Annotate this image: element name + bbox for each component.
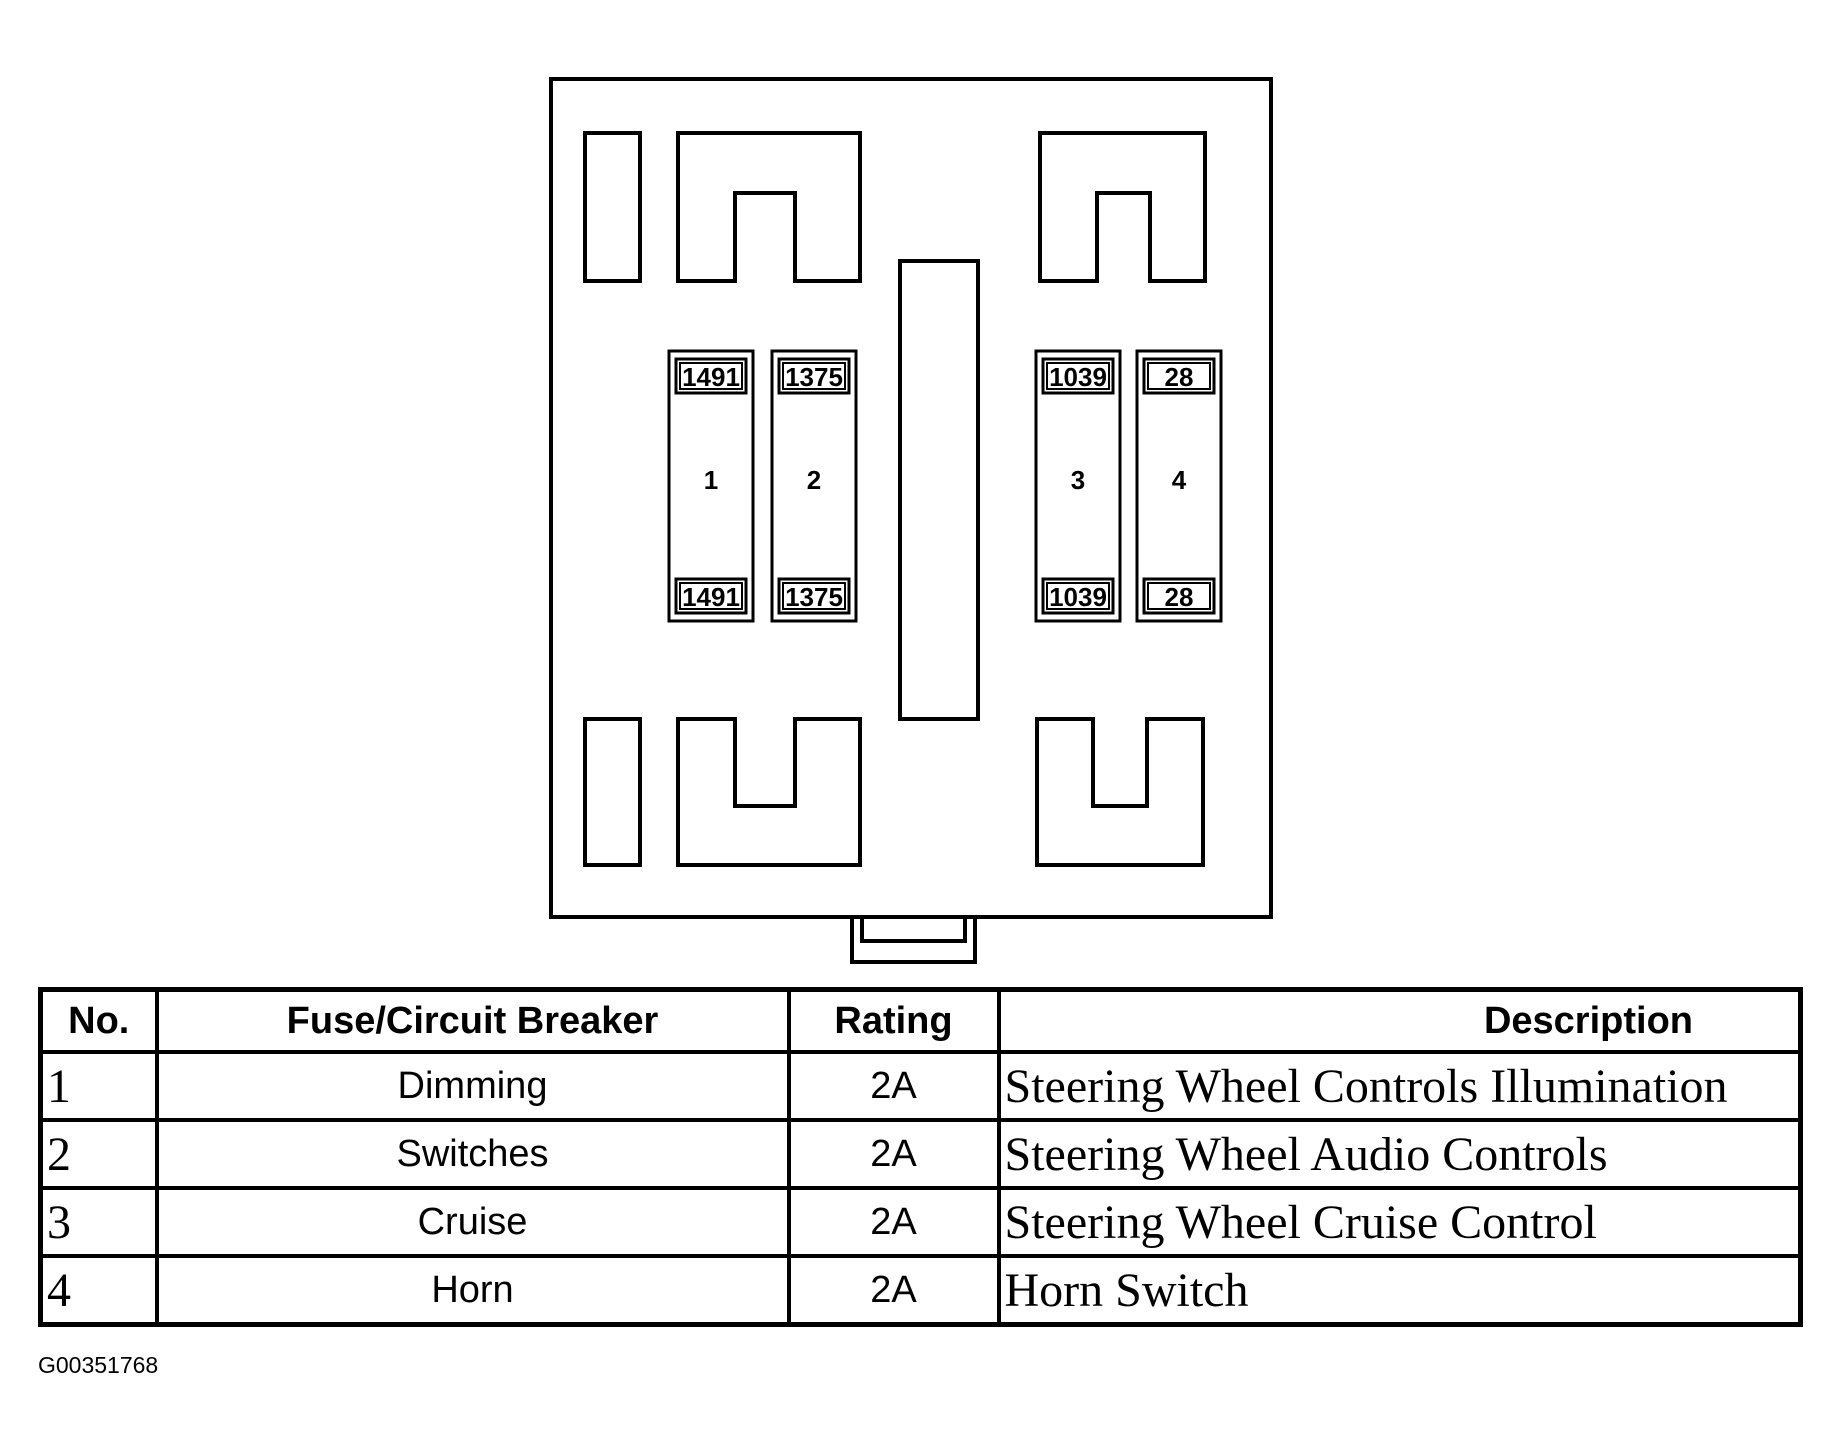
fuse-code-bottom: 1375: [785, 582, 843, 612]
cell-no: 4: [38, 1254, 159, 1327]
cell-description: Steering Wheel Cruise Control: [996, 1186, 1803, 1258]
table-row: 1 Dimming 2A Steering Wheel Controls Ill…: [38, 1050, 1803, 1122]
fuse-code-box-top: [1147, 362, 1211, 390]
bottom-left-slot: [583, 717, 642, 867]
table-row: 4 Horn 2A Horn Switch: [38, 1254, 1803, 1327]
fuse-4: 28 28 4: [1135, 349, 1223, 623]
fuse-1: 1491 1491 1: [667, 349, 755, 623]
fuse-code-box-top: [777, 357, 851, 395]
fuse-code-box-top: [1041, 357, 1115, 395]
fuse-3: 1039 1039 3: [1034, 349, 1122, 623]
top-right-bracket: [1038, 131, 1207, 283]
cell-fuse: Switches: [154, 1118, 791, 1190]
fuse-code-box-bottom: [782, 582, 846, 610]
top-left-bracket: [676, 131, 862, 283]
fuse-code-box-top: [782, 362, 846, 390]
fuse-code-box-bottom: [1041, 577, 1115, 615]
fuse-code-top: 1491: [682, 362, 740, 392]
bottom-right-bracket: [1035, 717, 1205, 867]
fuse-block-diagram: 1491 1491 1 1375 1375 2 1039 1039 3 28 28 4: [549, 77, 1273, 964]
cell-description: Steering Wheel Controls Illumination: [996, 1050, 1803, 1122]
header-fuse: Fuse/Circuit Breaker: [154, 987, 791, 1054]
fuse-code-box-bottom: [679, 582, 743, 610]
cell-fuse: Dimming: [154, 1050, 791, 1122]
cell-rating: 2A: [786, 1118, 1001, 1190]
fuse-slot-number: 4: [1172, 465, 1187, 495]
fuse-code-bottom: 28: [1165, 582, 1194, 612]
cell-fuse: Cruise: [154, 1186, 791, 1258]
cell-fuse: Horn: [154, 1254, 791, 1327]
fuse-block-housing: [549, 77, 1273, 919]
fuse-slot-number: 2: [807, 465, 821, 495]
fuse-code-top: 28: [1165, 362, 1194, 392]
fuse-code-bottom: 1491: [682, 582, 740, 612]
cell-no: 3: [38, 1186, 159, 1258]
table-row: 3 Cruise 2A Steering Wheel Cruise Contro…: [38, 1186, 1803, 1258]
cell-description: Horn Switch: [996, 1254, 1803, 1327]
cell-rating: 2A: [786, 1050, 1001, 1122]
fuse-code-box-bottom: [1046, 582, 1110, 610]
fuse-body: [770, 349, 858, 623]
fuse-group: 1491 1491 1 1375 1375 2 1039 1039 3 28 28 4: [667, 349, 1223, 623]
figure-id: G00351768: [38, 1352, 159, 1378]
cell-description: Steering Wheel Audio Controls: [996, 1118, 1803, 1190]
header-description: Description: [996, 987, 1803, 1054]
fuse-code-box-bottom: [777, 577, 851, 615]
table-header-row: No. Fuse/Circuit Breaker Rating Descript…: [38, 987, 1803, 1054]
header-no: No.: [38, 987, 159, 1054]
fuse-code-box-bottom: [1142, 577, 1216, 615]
center-bar: [898, 259, 980, 721]
cell-rating: 2A: [786, 1186, 1001, 1258]
cell-no: 2: [38, 1118, 159, 1190]
cell-rating: 2A: [786, 1254, 1001, 1327]
fuse-slot-number: 1: [704, 465, 718, 495]
fuse-code-top: 1375: [785, 362, 843, 392]
fuse-code-box-top: [679, 362, 743, 390]
fuse-2: 1375 1375 2: [770, 349, 858, 623]
cell-no: 1: [38, 1050, 159, 1122]
fuse-code-top: 1039: [1049, 362, 1107, 392]
housing-bottom-tab-inner: [860, 915, 967, 943]
header-rating: Rating: [786, 987, 1001, 1054]
fuse-body: [1034, 349, 1122, 623]
fuse-code-box-top: [1046, 362, 1110, 390]
bottom-left-bracket: [676, 717, 862, 867]
fuse-table: No. Fuse/Circuit Breaker Rating Descript…: [38, 987, 1803, 1327]
fuse-slot-number: 3: [1071, 465, 1085, 495]
top-left-slot: [583, 131, 642, 283]
fuse-code-bottom: 1039: [1049, 582, 1107, 612]
fuse-code-box-bottom: [674, 577, 748, 615]
fuse-code-box-bottom: [1147, 582, 1211, 610]
fuse-code-box-top: [674, 357, 748, 395]
fuse-code-box-top: [1142, 357, 1216, 395]
fuse-body: [667, 349, 755, 623]
fuse-body: [1135, 349, 1223, 623]
table-row: 2 Switches 2A Steering Wheel Audio Contr…: [38, 1118, 1803, 1190]
